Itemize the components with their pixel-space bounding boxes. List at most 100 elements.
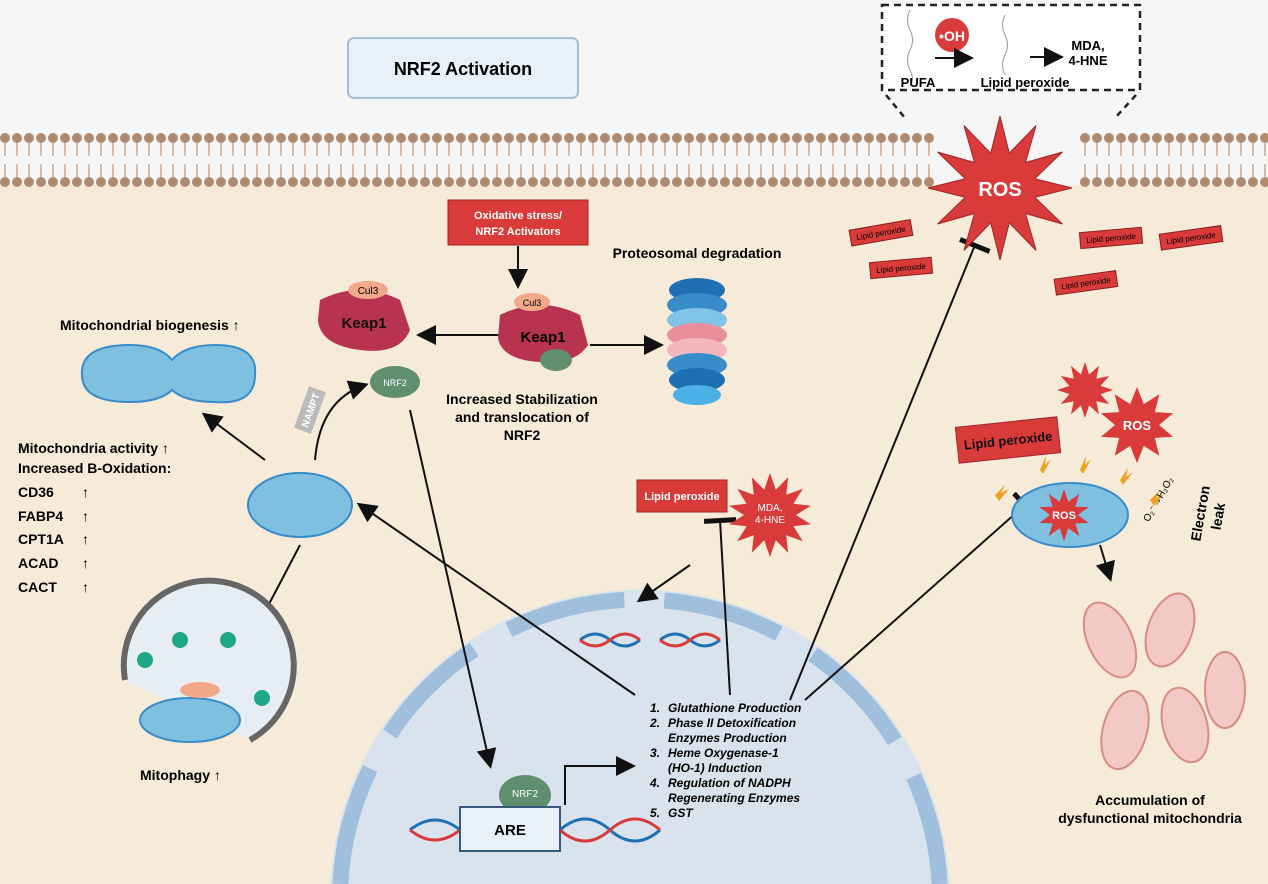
svg-text:leak: leak [1208, 501, 1229, 531]
svg-text:Lipid peroxide: Lipid peroxide [644, 491, 719, 503]
svg-text:4-HNE: 4-HNE [755, 515, 785, 526]
phospholipid-head [324, 177, 334, 187]
phospholipid-head [588, 177, 598, 187]
phospholipid-head [288, 133, 298, 143]
phospholipid-head [168, 177, 178, 187]
phospholipid-head [624, 177, 634, 187]
phospholipid-head [588, 133, 598, 143]
phospholipid-head [744, 177, 754, 187]
star-burst [1057, 362, 1113, 418]
phospholipid-head [660, 133, 670, 143]
phospholipid-head [276, 133, 286, 143]
phospholipid-head [144, 177, 154, 187]
phospholipid-head [312, 177, 322, 187]
phospholipid-head [456, 177, 466, 187]
phospholipid-head [156, 177, 166, 187]
phospholipid-head [84, 177, 94, 187]
star-burst [1100, 387, 1174, 463]
phospholipid-head [468, 133, 478, 143]
phospholipid-head [888, 177, 898, 187]
phospholipid-head [300, 177, 310, 187]
phospholipid-head [300, 133, 310, 143]
page-title: NRF2 Activation [394, 59, 532, 79]
phospholipid-head [912, 133, 922, 143]
phospholipid-head [252, 133, 262, 143]
cell-membrane [0, 133, 1268, 187]
phospholipid-head [324, 133, 334, 143]
phospholipid-head [720, 177, 730, 187]
oxidative-stress-box: Oxidative stress/ NRF2 Activators [447, 199, 589, 246]
phospholipid-head [408, 133, 418, 143]
phospholipid-head [576, 177, 586, 187]
keap1-label: Keap1 [520, 329, 565, 346]
lipid-peroxide-box-right: Lipid peroxide [954, 416, 1062, 464]
phospholipid-head [1260, 133, 1268, 143]
phospholipid-head [420, 133, 430, 143]
phospholipid-head [756, 133, 766, 143]
phospholipid-head [0, 133, 10, 143]
phospholipid-head [336, 177, 346, 187]
phospholipid-head [204, 177, 214, 187]
phospholipid-head [768, 177, 778, 187]
are-element: NRF2 ARE [459, 775, 561, 852]
outcome-number: 1. [650, 701, 660, 715]
phospholipid-head [108, 177, 118, 187]
phospholipid-head [1080, 133, 1090, 143]
lipid-peroxide-fragment: Lipid peroxide [1158, 225, 1224, 251]
phospholipid-head [900, 177, 910, 187]
phospholipid-head [0, 177, 10, 187]
lipid-peroxide-fragment: Lipid peroxide [1078, 226, 1144, 250]
phospholipid-head [132, 177, 142, 187]
phospholipid-head [804, 177, 814, 187]
outcome-item: Heme Oxygenase-1 [668, 746, 779, 760]
phospholipid-head [456, 133, 466, 143]
svg-text:↑: ↑ [82, 508, 89, 524]
stress-label: Oxidative stress/ [474, 210, 562, 222]
phospholipid-head [648, 133, 658, 143]
arrows [201, 237, 1115, 805]
keap1-label: Keap1 [341, 315, 386, 332]
phospholipid-head [732, 177, 742, 187]
phospholipid-head [60, 177, 70, 187]
phospholipid-head [72, 177, 82, 187]
svg-text:CPT1A: CPT1A [18, 531, 64, 547]
phospholipid-head [1128, 133, 1138, 143]
phospholipid-head [564, 133, 574, 143]
phospholipid-head [504, 133, 514, 143]
phospholipid-head [48, 133, 58, 143]
phospholipid-head [24, 133, 34, 143]
phospholipid-head [132, 133, 142, 143]
svg-text:Accumulation of: Accumulation of [1095, 792, 1205, 808]
phospholipid-head [648, 177, 658, 187]
ros-label: ROS [1052, 510, 1076, 522]
svg-text:and translocation of: and translocation of [455, 409, 589, 425]
outcome-item: Regulation of NADPH [668, 776, 791, 790]
mda-star-right [1057, 362, 1113, 418]
phospholipid-head [804, 133, 814, 143]
phospholipid-head [504, 177, 514, 187]
svg-text:↑: ↑ [82, 484, 89, 500]
phospholipid-head [552, 177, 562, 187]
mitochondrion [247, 472, 353, 538]
phospholipid-head [24, 177, 34, 187]
phospholipid-head [528, 133, 538, 143]
damaged-mitochondria [1082, 592, 1246, 771]
outcome-item: Phase II Detoxification [668, 716, 796, 730]
phospholipid-head [444, 133, 454, 143]
outcome-number: 3. [650, 746, 660, 760]
phospholipid-head [624, 133, 634, 143]
phospholipid-head [816, 133, 826, 143]
phospholipid-head [36, 133, 46, 143]
mitochondrial-biogenesis-label: Mitochondrial biogenesis ↑ [60, 317, 240, 333]
phospholipid-head [876, 133, 886, 143]
mitophagy-label: Mitophagy ↑ [140, 767, 221, 783]
phospholipid-head [1200, 133, 1210, 143]
stabilization-label: Increased Stabilization and translocatio… [446, 391, 598, 443]
title-box: NRF2 Activation [347, 37, 579, 99]
star-burst [729, 473, 811, 557]
phospholipid-head [228, 177, 238, 187]
phospholipid-head [180, 133, 190, 143]
